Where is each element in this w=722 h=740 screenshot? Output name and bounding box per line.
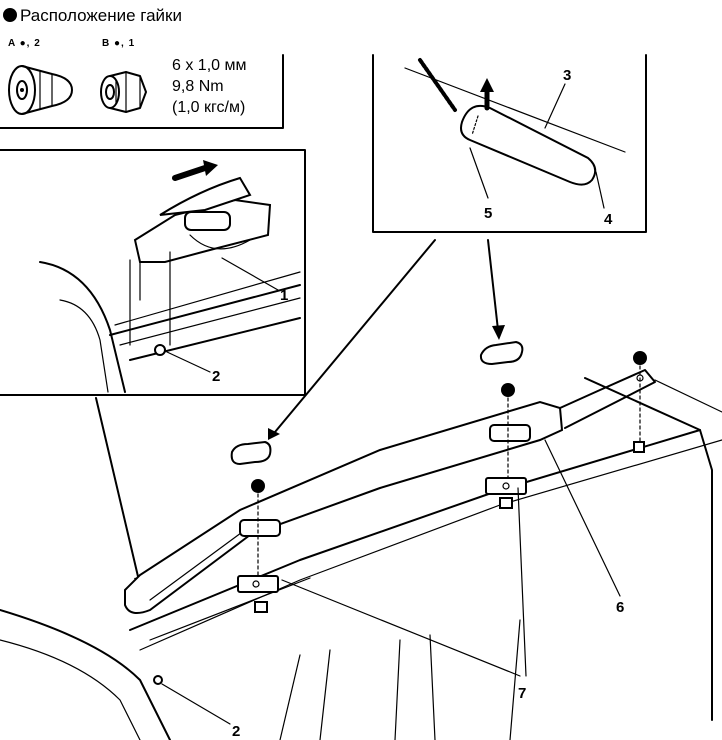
legend: Расположение гайки A ●, 2 B ●, 1 6 x 1,0… <box>0 6 284 129</box>
spec-torque-nm: 9,8 Nm <box>172 78 224 95</box>
right-detail-inset: 3 5 4 <box>372 54 647 233</box>
spec-torque-kgf: (1,0 кгс/м) <box>172 99 245 116</box>
callout-4: 4 <box>604 211 613 228</box>
callout-2-main: 2 <box>232 723 240 740</box>
callout-2-inset: 2 <box>212 368 220 385</box>
nut-b-label: B ●, 1 <box>102 38 135 49</box>
callout-7: 7 <box>518 685 526 702</box>
spec-size: 6 x 1,0 мм <box>172 57 246 74</box>
hex-nut-b-icon <box>100 71 147 113</box>
nut-marker-icon <box>633 351 647 365</box>
arrow-cover-right <box>487 239 499 331</box>
callout-5: 5 <box>484 205 492 222</box>
left-detail-inset: 1 2 <box>0 149 306 396</box>
cover-loose-right <box>479 340 524 366</box>
right-inset-frame <box>372 54 647 233</box>
nut-a-label: A ●, 2 <box>8 38 41 49</box>
nut-marker-icon <box>251 479 265 493</box>
cap-nut-a-icon <box>8 65 73 115</box>
arrow-left-inset <box>95 397 141 586</box>
nut-marker-icon <box>501 383 515 397</box>
legend-frame <box>0 54 284 129</box>
arrow-cover-left <box>274 239 436 433</box>
callout-1: 1 <box>280 287 288 304</box>
left-inset-frame <box>0 149 306 396</box>
cover-loose-left <box>230 440 272 466</box>
legend-title: Расположение гайки <box>20 6 182 25</box>
nut-marker-icon <box>3 8 17 22</box>
callout-6: 6 <box>616 599 624 616</box>
roof-rail-main: 6 7 2 <box>0 351 722 740</box>
callout-3: 3 <box>563 67 571 84</box>
